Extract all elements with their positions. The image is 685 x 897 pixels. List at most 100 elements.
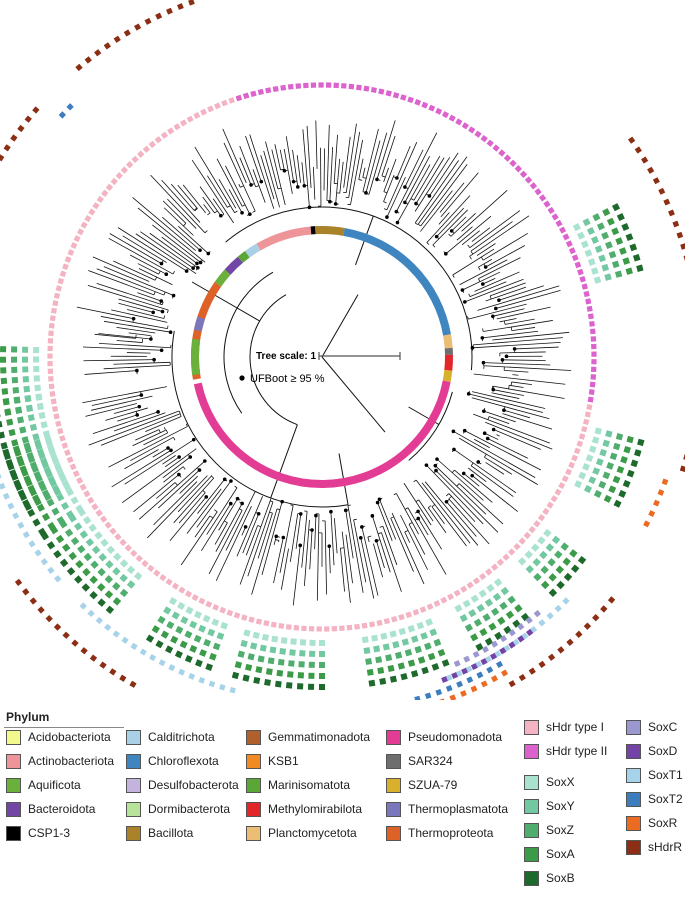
shdr-tile	[583, 418, 590, 426]
sox-tile	[261, 633, 270, 641]
sox-tile	[385, 654, 393, 662]
gene-tile	[546, 612, 554, 620]
tree-tip	[96, 268, 165, 296]
gene-tile	[84, 56, 92, 64]
support-node	[485, 436, 490, 441]
tree-tip	[376, 540, 385, 569]
gene-tile	[647, 166, 655, 174]
tree-tip	[242, 513, 260, 554]
tree-tip	[203, 204, 211, 214]
sox-tile	[308, 672, 315, 679]
tree-tip	[474, 271, 520, 292]
legend-swatch	[126, 729, 141, 745]
tree-tip	[236, 496, 263, 557]
sox-tile	[622, 479, 631, 488]
tree-tip	[143, 432, 168, 446]
sox-tile	[94, 531, 103, 540]
tree-tip	[103, 320, 171, 333]
sox-tile	[202, 614, 211, 623]
support-node	[466, 392, 471, 396]
shdr-tile	[583, 290, 590, 298]
shdr-tile	[433, 600, 441, 607]
sox-tile	[36, 402, 44, 410]
legend-phylum-item: Pseudomonadota	[386, 728, 502, 746]
sox-tile	[242, 674, 250, 682]
sox-tile	[473, 618, 482, 627]
legend-swatch	[386, 801, 401, 817]
tree-tip	[247, 501, 274, 577]
gene-tile	[219, 684, 226, 691]
support-node	[296, 185, 300, 189]
clade-arc	[225, 206, 473, 371]
tree-tip	[163, 207, 194, 236]
sox-tile	[19, 426, 27, 434]
tree-tip	[137, 292, 162, 302]
tree-tip	[391, 512, 425, 585]
gene-tile	[525, 628, 534, 637]
legend-swatch	[524, 846, 539, 862]
tree-tip	[114, 406, 140, 414]
shdr-tile	[66, 456, 74, 464]
sox-tile	[133, 571, 143, 581]
support-node	[327, 544, 332, 548]
sox-tile	[375, 656, 383, 664]
legend-phylum-item: Gemmatimonadota	[246, 728, 370, 746]
gene-tile	[538, 619, 546, 627]
sox-tile	[629, 243, 638, 252]
legend-label: sHdrR	[648, 840, 683, 854]
tree-tip	[113, 260, 156, 281]
tree-tip	[415, 479, 467, 547]
support-node	[198, 248, 202, 253]
legend-label: Gemmatimonadota	[268, 730, 371, 744]
support-node	[314, 513, 318, 518]
tree-tip	[360, 537, 375, 599]
sox-tile	[572, 223, 581, 232]
sox-tile	[625, 233, 634, 242]
tree-tip	[485, 462, 505, 475]
support-node	[177, 455, 181, 459]
sox-tile	[274, 680, 282, 688]
tree-tip	[249, 134, 275, 209]
tree-tip	[473, 413, 550, 444]
tree-tip	[113, 412, 166, 432]
shdr-tile	[581, 426, 588, 433]
sox-tile	[198, 624, 207, 633]
sox-tile	[593, 276, 602, 284]
sox-tile	[66, 567, 76, 576]
sox-tile	[377, 667, 385, 675]
sox-tile	[171, 611, 180, 620]
tree-tip	[302, 129, 310, 208]
sox-tile	[179, 640, 188, 649]
shdr-tile	[295, 83, 302, 89]
tree-tip	[152, 224, 201, 263]
sox-tile	[40, 421, 48, 429]
legend-swatch	[6, 777, 21, 793]
tree-tip	[92, 411, 159, 435]
sox-tile	[168, 596, 178, 606]
shdr-tile	[214, 102, 221, 110]
sox-tile	[599, 448, 607, 457]
sox-tile	[280, 637, 288, 644]
tree-tip	[228, 189, 243, 213]
sox-tile	[33, 365, 40, 373]
sox-tile	[70, 536, 80, 546]
sox-tile	[401, 638, 410, 646]
tree-tip	[178, 225, 209, 254]
sox-tile	[562, 557, 571, 566]
gene-tile	[22, 588, 30, 596]
tree-tip	[301, 511, 308, 568]
legend-label: SoxR	[648, 816, 678, 830]
tree-tip	[223, 142, 256, 212]
shdr-tile	[61, 442, 69, 449]
legend-phylum-item: Chloroflexota	[126, 752, 219, 770]
sox-tile	[3, 452, 12, 460]
tree-tip	[420, 163, 468, 227]
gene-tile	[22, 531, 30, 539]
shdr-tile	[325, 82, 332, 88]
support-node	[375, 500, 380, 505]
tree-tip	[470, 221, 513, 252]
support-node	[395, 176, 399, 180]
support-node	[502, 408, 506, 412]
tree-tip	[279, 149, 285, 171]
tree-tip	[103, 364, 171, 370]
